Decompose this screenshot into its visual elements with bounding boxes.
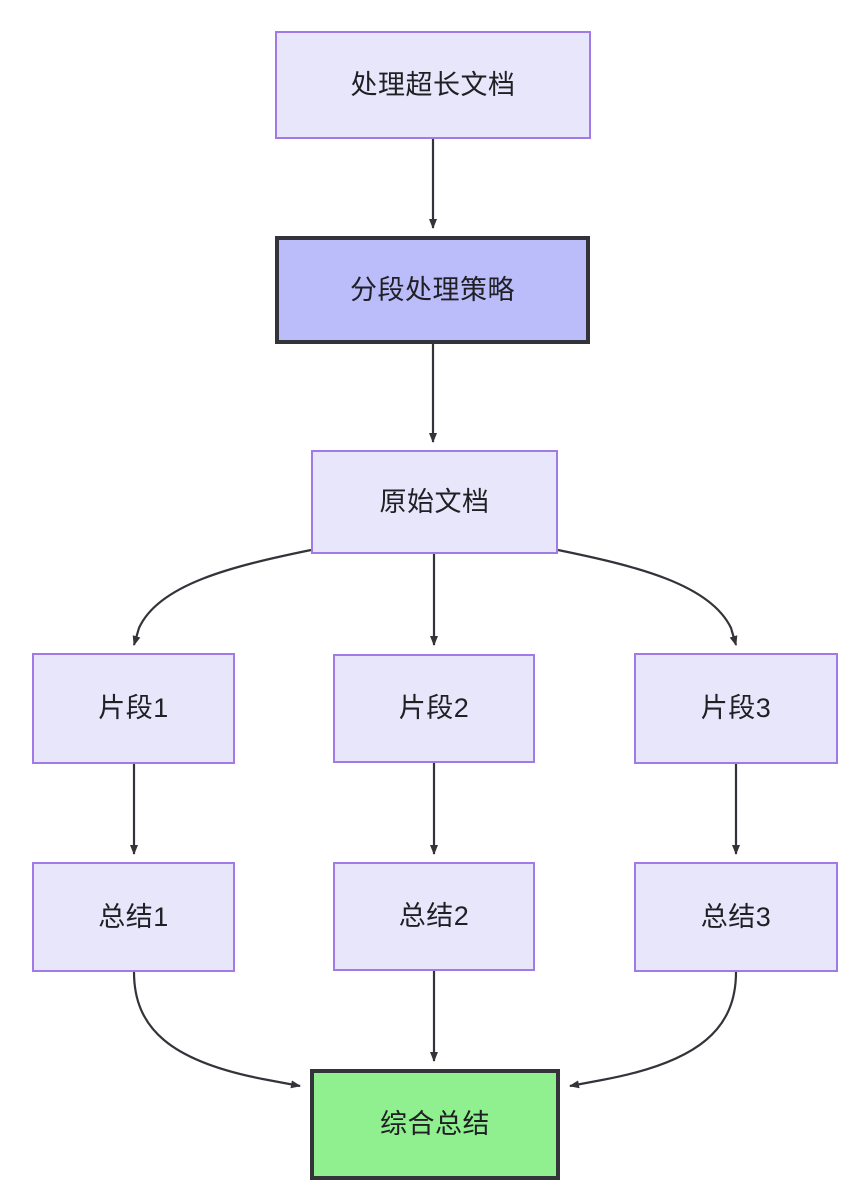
edge-source-doc-to-segment-1 <box>132 548 312 646</box>
node-source-doc-label: 原始文档 <box>379 486 490 517</box>
node-segment-3[interactable]: 片段3 <box>634 653 838 764</box>
node-segment-2-label: 片段2 <box>398 693 470 724</box>
node-summary-3-label: 总结3 <box>700 901 772 932</box>
node-segment-1[interactable]: 片段1 <box>32 653 235 764</box>
node-summary-1[interactable]: 总结1 <box>32 862 235 972</box>
node-chunk-policy[interactable]: 分段处理策略 <box>275 236 590 344</box>
node-long-doc[interactable]: 处理超长文档 <box>275 31 591 139</box>
node-summary-2[interactable]: 总结2 <box>333 862 535 971</box>
node-segment-3-label: 片段3 <box>700 693 772 724</box>
node-final-summary[interactable]: 综合总结 <box>310 1069 560 1180</box>
node-long-doc-label: 处理超长文档 <box>350 69 516 100</box>
node-final-summary-label: 综合总结 <box>380 1109 490 1140</box>
node-source-doc[interactable]: 原始文档 <box>311 450 558 554</box>
node-summary-2-label: 总结2 <box>398 901 470 932</box>
node-chunk-policy-label: 分段处理策略 <box>350 274 515 305</box>
node-summary-3[interactable]: 总结3 <box>634 862 838 972</box>
edge-summary-1-to-final-summary <box>132 971 301 1089</box>
edge-source-doc-to-segment-3 <box>557 548 738 646</box>
node-segment-2[interactable]: 片段2 <box>333 654 535 763</box>
node-segment-1-label: 片段1 <box>98 693 169 724</box>
edge-summary-3-to-final-summary <box>569 971 738 1089</box>
node-summary-1-label: 总结1 <box>98 901 169 932</box>
